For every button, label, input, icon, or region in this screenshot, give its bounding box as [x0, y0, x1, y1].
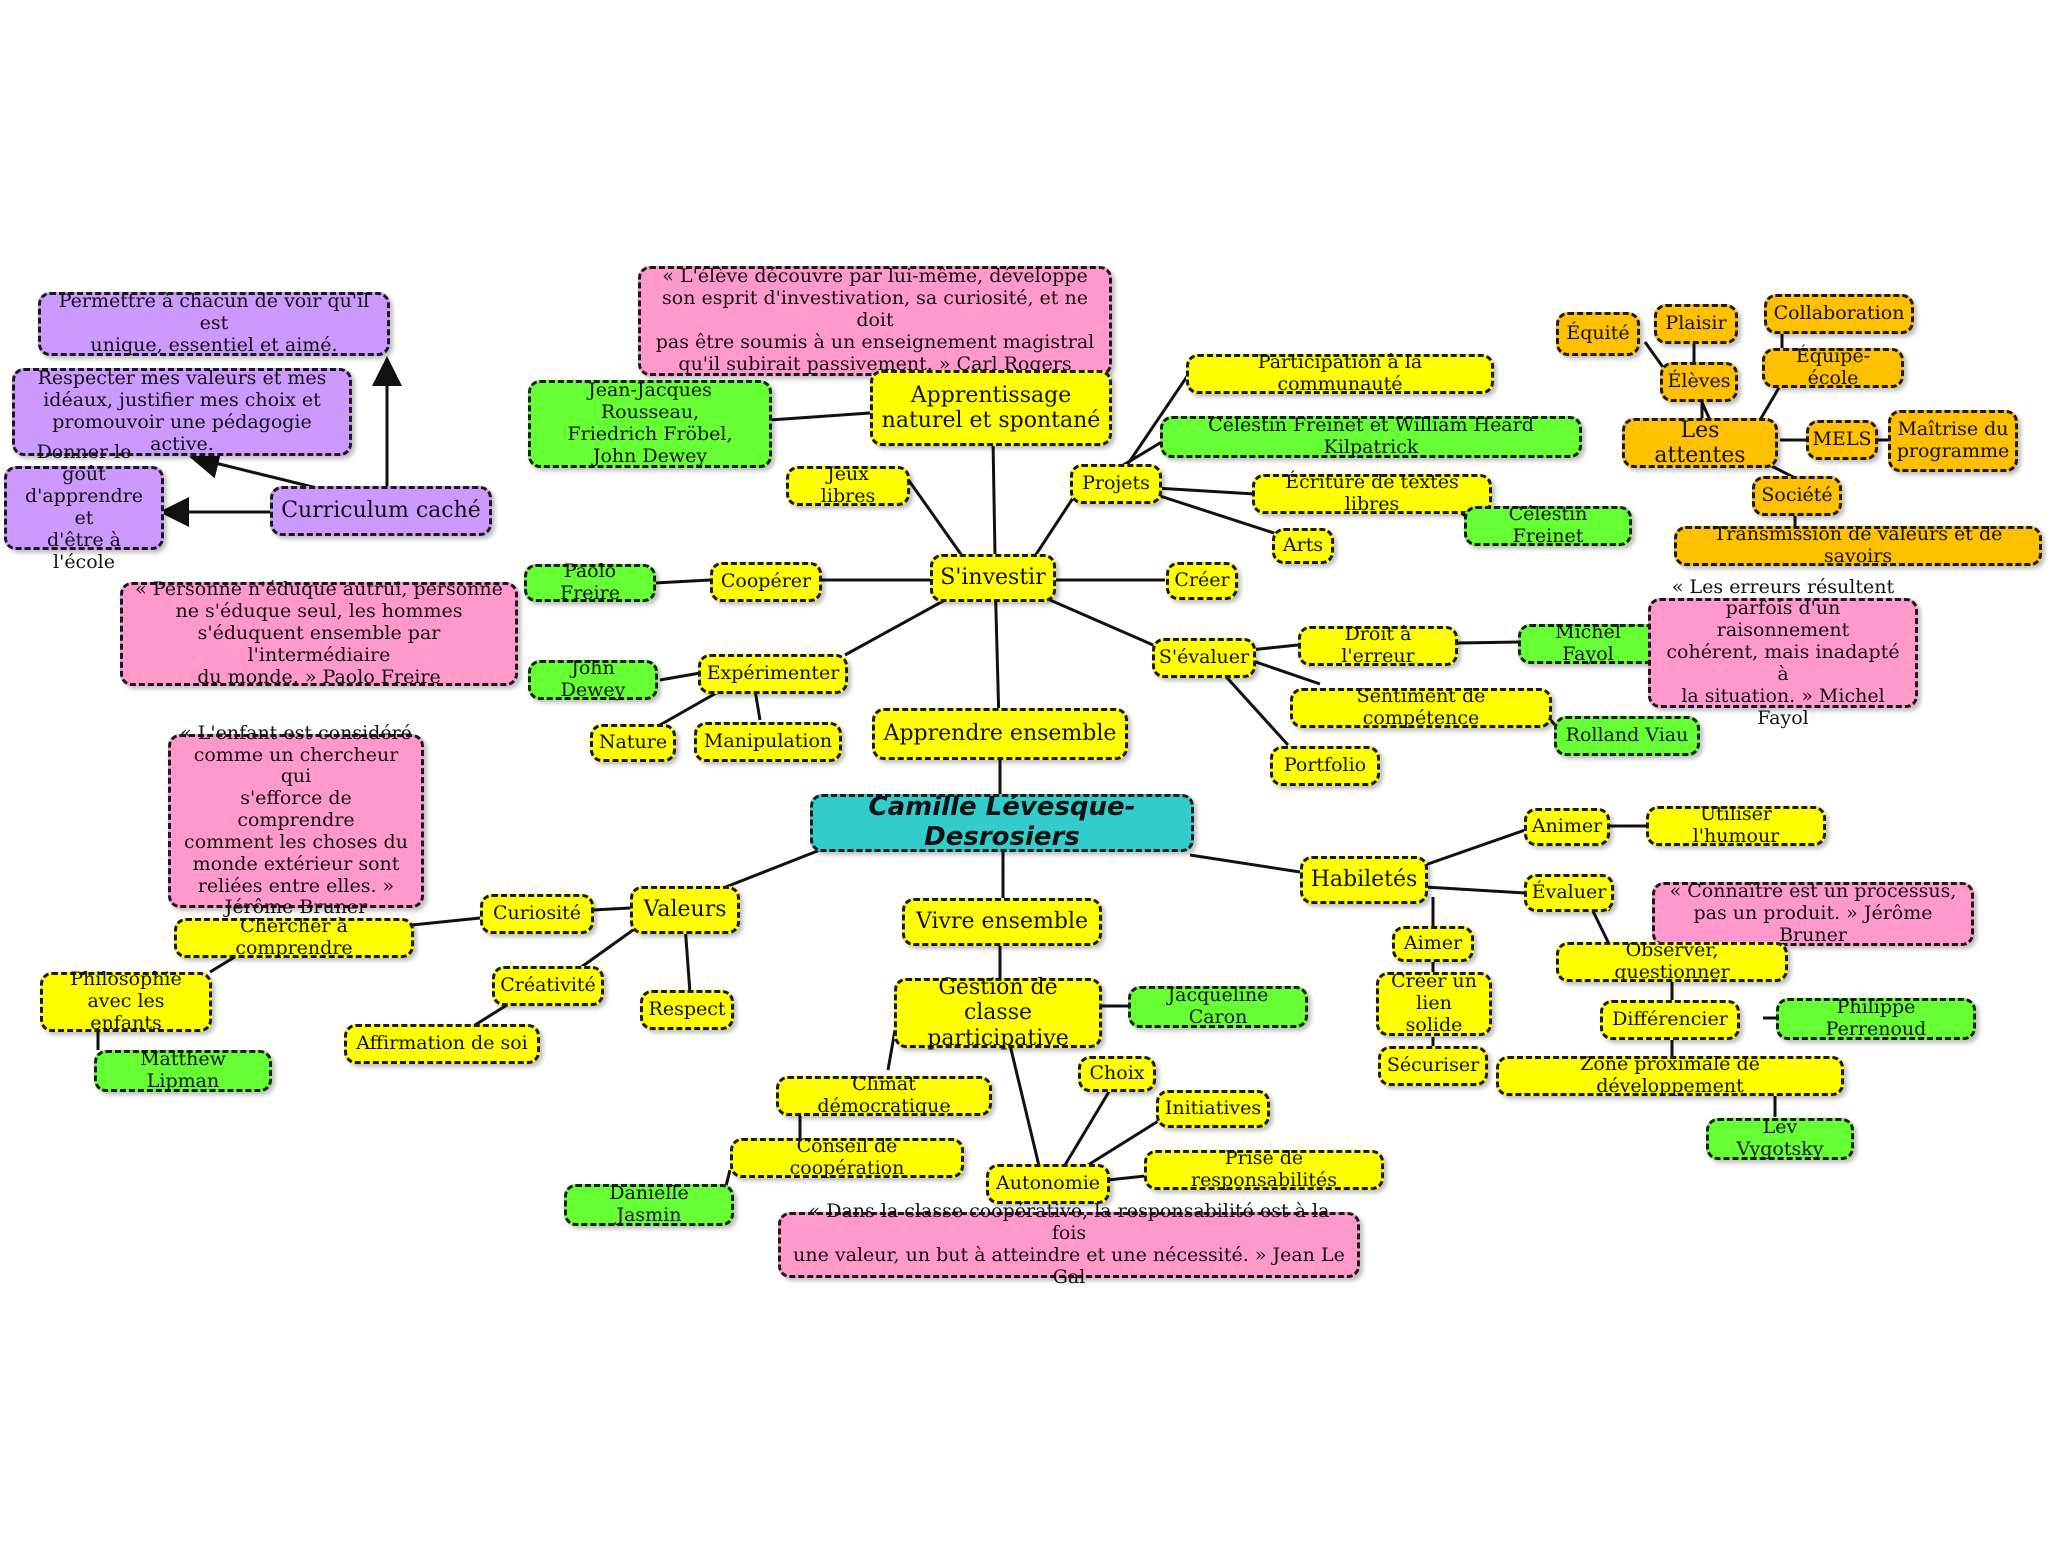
- bruner-quote-node[interactable]: « L'enfant est considéré comme un cherch…: [168, 722, 424, 918]
- cooperer-node[interactable]: Coopérer: [710, 562, 822, 602]
- arts-node[interactable]: Arts: [1272, 528, 1334, 564]
- respect-node[interactable]: Respect: [640, 990, 734, 1030]
- dewey-node[interactable]: John Dewey: [528, 657, 658, 701]
- chercher-node[interactable]: Chercher à comprendre: [174, 915, 414, 959]
- nature-node[interactable]: Nature: [590, 724, 676, 762]
- affirmation-node[interactable]: Affirmation de soi: [344, 1024, 540, 1064]
- manipulation-node[interactable]: Manipulation: [694, 722, 842, 762]
- habiletes-node[interactable]: Habiletés: [1300, 856, 1428, 904]
- center-node[interactable]: Camille Lévesque-Desrosiers: [810, 792, 1194, 852]
- rousseau-node[interactable]: Jean-Jacques Rousseau, Friedrich Fröbel,…: [528, 379, 772, 468]
- sinvestir-node[interactable]: S'investir: [930, 554, 1056, 602]
- eleves-node[interactable]: Élèves: [1660, 362, 1738, 402]
- caron-node[interactable]: Jacqueline Caron: [1128, 984, 1308, 1028]
- projets-node[interactable]: Projets: [1070, 464, 1162, 504]
- portfolio-node[interactable]: Portfolio: [1270, 746, 1380, 786]
- observer-node[interactable]: Observer, questionner: [1556, 939, 1788, 983]
- droit-erreur-node[interactable]: Droit à l'erreur: [1298, 623, 1458, 667]
- valeurs-node[interactable]: Valeurs: [630, 886, 740, 934]
- aimer-node[interactable]: Aimer: [1392, 926, 1474, 962]
- zone-proximale-node[interactable]: Zone proximale de développement: [1496, 1053, 1844, 1097]
- animer-node[interactable]: Animer: [1524, 808, 1610, 846]
- fayol-quote-node[interactable]: « Les erreurs résultent parfois d'un rai…: [1648, 576, 1918, 729]
- lipman-node[interactable]: Matthew Lipman: [94, 1048, 272, 1092]
- mels-node[interactable]: MELS: [1806, 420, 1878, 460]
- viau-node[interactable]: Rolland Viau: [1554, 716, 1700, 756]
- legal-quote-node[interactable]: « Dans la classe coopérative, la respons…: [778, 1200, 1360, 1288]
- transmission-node[interactable]: Transmission de valeurs et de savoirs: [1674, 523, 2042, 567]
- perrenoud-node[interactable]: Philippe Perrenoud: [1776, 996, 1976, 1040]
- equite-node[interactable]: Équité: [1556, 312, 1640, 356]
- participation-node[interactable]: Participation à la communauté: [1186, 351, 1494, 395]
- les-attentes-node[interactable]: Les attentes: [1622, 418, 1778, 468]
- gestion-node[interactable]: Gestion de classe participative: [894, 975, 1102, 1051]
- choix-node[interactable]: Choix: [1078, 1056, 1156, 1092]
- plaisir-node[interactable]: Plaisir: [1654, 304, 1738, 344]
- creer-node[interactable]: Créer: [1166, 562, 1238, 600]
- donner-node[interactable]: Donner le goût d'apprendre et d'être à l…: [4, 442, 164, 573]
- sevaluer-node[interactable]: S'évaluer: [1152, 638, 1256, 678]
- apprendre-ensemble-node[interactable]: Apprendre ensemble: [872, 708, 1128, 760]
- ecriture-node[interactable]: Écriture de textes libres: [1252, 471, 1492, 515]
- fayol-node[interactable]: Michel Fayol: [1518, 621, 1658, 665]
- creativite-node[interactable]: Créativité: [492, 966, 604, 1006]
- societe-node[interactable]: Société: [1752, 476, 1842, 516]
- evaluer-node[interactable]: Évaluer: [1524, 874, 1614, 912]
- jasmin-node[interactable]: Danielle Jasmin: [564, 1182, 734, 1226]
- initiatives-node[interactable]: Initiatives: [1156, 1090, 1270, 1128]
- experimenter-node[interactable]: Expérimenter: [698, 654, 848, 694]
- differencier-node[interactable]: Différencier: [1600, 1000, 1740, 1040]
- freinet-node[interactable]: Célestin Freinet: [1464, 503, 1632, 547]
- rogers-quote-node[interactable]: « L'élève découvre par lui-même, dévelop…: [638, 265, 1112, 376]
- philosophie-node[interactable]: Philosophie avec les enfants: [40, 968, 212, 1034]
- sentiment-node[interactable]: Sentiment de compétence: [1290, 685, 1552, 729]
- collaboration-node[interactable]: Collaboration: [1764, 294, 1914, 334]
- freinet-kilpatrick-node[interactable]: Célestin Freinet et William Heard Kilpat…: [1160, 414, 1582, 458]
- curiosite-node[interactable]: Curiosité: [480, 894, 594, 934]
- equipe-ecole-node[interactable]: Équipe-école: [1762, 345, 1904, 389]
- securiser-node[interactable]: Sécuriser: [1378, 1046, 1488, 1086]
- lien-solide-node[interactable]: Créer un lien solide: [1376, 970, 1492, 1036]
- prise-responsabilites-node[interactable]: Prise de responsabilités: [1144, 1147, 1384, 1191]
- permettre-node[interactable]: Permettre à chacun de voir qu'il est uni…: [38, 290, 390, 356]
- jeux-libres-node[interactable]: Jeux libres: [786, 463, 910, 507]
- vivre-ensemble-node[interactable]: Vivre ensemble: [902, 898, 1102, 946]
- climat-node[interactable]: Climat démocratique: [776, 1073, 992, 1117]
- apprentissage-node[interactable]: Apprentissage naturel et spontané: [870, 370, 1112, 446]
- conseil-node[interactable]: Conseil de coopération: [730, 1135, 964, 1179]
- respecter-node[interactable]: Respecter mes valeurs et mes idéaux, jus…: [12, 367, 352, 456]
- freire-node[interactable]: Paolo Freire: [524, 560, 656, 604]
- autonomie-node[interactable]: Autonomie: [986, 1164, 1110, 1204]
- vygotsky-node[interactable]: Lev Vygotsky: [1706, 1116, 1854, 1160]
- humour-node[interactable]: Utiliser l'humour: [1646, 803, 1826, 847]
- bruner-quote2-node[interactable]: « Connaître est un processus, pas un pro…: [1652, 880, 1974, 946]
- maitrise-node[interactable]: Maîtrise du programme: [1888, 410, 2018, 472]
- freire-quote-node[interactable]: « Personne n'éduque autrui, personne ne …: [120, 578, 518, 688]
- curriculum-cache-node[interactable]: Curriculum caché: [270, 486, 492, 536]
